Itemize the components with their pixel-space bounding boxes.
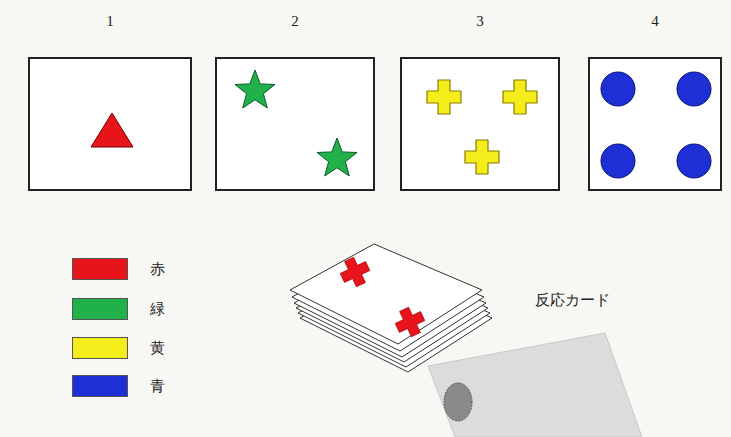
stimulus-card: 1 xyxy=(28,57,192,191)
legend-swatch xyxy=(72,375,128,397)
card-symbols xyxy=(590,59,720,189)
stimulus-card: 2 xyxy=(215,57,375,191)
stimulus-card: 4 xyxy=(588,57,722,191)
legend-text: 青 xyxy=(150,377,165,396)
card-number: 2 xyxy=(217,13,373,30)
legend-text: 黄 xyxy=(150,339,165,358)
card-number: 4 xyxy=(590,13,720,30)
legend-swatch xyxy=(72,298,128,320)
card-symbols xyxy=(30,59,190,189)
card-symbols xyxy=(402,59,558,189)
stimulus-card: 3 xyxy=(400,57,560,191)
legend-swatch xyxy=(72,337,128,359)
legend-text: 赤 xyxy=(150,260,165,279)
card-number: 3 xyxy=(402,13,558,30)
card-symbols xyxy=(217,59,373,189)
card-number: 1 xyxy=(30,13,190,30)
pile-label: 反応カード xyxy=(535,291,610,310)
legend-text: 緑 xyxy=(150,300,165,319)
legend-swatch xyxy=(72,258,128,280)
